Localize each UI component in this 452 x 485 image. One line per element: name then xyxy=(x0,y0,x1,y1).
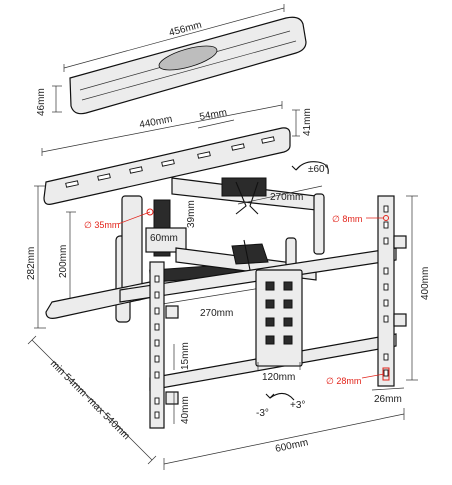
dim-400: 400mm xyxy=(406,195,431,381)
callout-8: ∅ 8mm xyxy=(332,214,389,224)
dim-120: 120mm xyxy=(257,362,301,383)
right-rail-holes xyxy=(383,205,389,377)
dim-54: 54mm xyxy=(197,107,235,129)
callout-35: ∅ 35mm xyxy=(84,208,154,230)
arm-plate-upper xyxy=(43,127,291,205)
dim-39-label: 39mm xyxy=(186,200,197,228)
dim-46: 46mm xyxy=(36,85,62,116)
dim-270-upper-label: 270mm xyxy=(270,192,303,203)
dim-41: 41mm xyxy=(292,108,313,137)
tilt-down-label: -3° xyxy=(256,408,269,419)
dim-200: 200mm xyxy=(58,211,76,303)
center-plate xyxy=(255,269,303,367)
callout-28-label: ∅ 28mm xyxy=(326,376,361,386)
dim-15-label: 15mm xyxy=(180,342,191,370)
upper-arm xyxy=(171,177,325,255)
dim-46-label: 46mm xyxy=(36,88,47,116)
left-rail-holes xyxy=(154,275,160,419)
dim-40-label: 40mm xyxy=(180,396,191,424)
dim-200-label: 200mm xyxy=(58,245,69,278)
dim-120-label: 120mm xyxy=(262,372,295,383)
dim-26: 26mm xyxy=(371,387,405,405)
callout-28: ∅ 28mm xyxy=(326,367,390,386)
dim-depth-range: min 54mm~max 540mm xyxy=(27,335,157,465)
dim-60-label: 60mm xyxy=(150,233,178,244)
dim-270-lower-label: 270mm xyxy=(200,308,233,319)
dim-15: 15mm xyxy=(173,342,191,370)
callout-35-label: ∅ 35mm xyxy=(84,220,119,230)
rotation-label: ±60° xyxy=(308,164,329,175)
dim-41-label: 41mm xyxy=(302,108,313,136)
tilt-up-label: +3° xyxy=(290,400,305,411)
dim-400-label: 400mm xyxy=(420,267,431,300)
callout-8-label: ∅ 8mm xyxy=(332,214,362,224)
dim-270-upper: 270mm xyxy=(237,185,323,205)
dim-440-label: 440mm xyxy=(138,114,173,131)
dim-282-label: 282mm xyxy=(26,247,37,280)
dim-600: 600mm xyxy=(163,408,405,470)
dim-40: 40mm xyxy=(173,392,191,424)
dim-282: 282mm xyxy=(26,185,46,329)
dim-26-label: 26mm xyxy=(374,394,402,405)
dim-54-label: 54mm xyxy=(199,107,228,123)
top-plate xyxy=(69,16,307,115)
dim-456-label: 456mm xyxy=(168,20,203,39)
tilt-indicator: -3° +3° xyxy=(256,392,305,419)
depth-range-label: min 54mm~max 540mm xyxy=(48,358,132,442)
rotation-indicator: ±60° xyxy=(291,161,329,175)
